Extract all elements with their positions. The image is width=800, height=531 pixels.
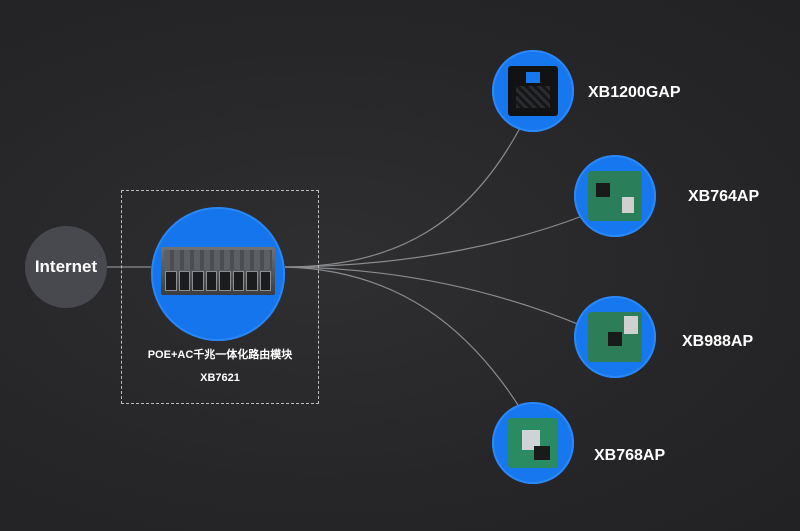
ethernet-port [219,271,231,291]
ap-board-image [508,418,558,468]
ethernet-port [246,271,258,291]
link-to-xb1200gap [284,127,521,268]
ap-label-xb1200gap: XB1200GAP [588,84,681,101]
router-module-image [161,247,275,295]
ap-node-xb988ap [574,296,656,378]
ethernet-port [259,271,271,291]
ap-board-image [508,66,558,116]
ap-label-xb768ap: XB768AP [594,447,666,464]
router-ethernet-ports [165,271,271,291]
internet-node: Internet [25,226,107,308]
ap-node-xb768ap [492,402,574,484]
hub-model: XB7621 [200,372,240,384]
ethernet-port [232,271,244,291]
ethernet-port [165,271,177,291]
ap-label-xb764ap: XB764AP [688,188,760,205]
ethernet-port [178,271,190,291]
ap-board-image [588,171,642,221]
link-to-xb988ap [284,266,586,328]
ap-node-xb1200gap [492,50,574,132]
ap-label-xb988ap: XB988AP [682,333,754,350]
hub-dashed-frame [121,190,319,404]
ethernet-port [192,271,204,291]
link-to-xb764ap [284,214,586,268]
ap-node-xb764ap [574,155,656,237]
link-to-xb768ap [284,266,521,409]
internet-label: Internet [34,257,98,276]
ethernet-port [205,271,217,291]
ap-board-image [588,312,642,362]
hub-title: POE+AC千兆一体化路由模块 [147,349,293,361]
router-module-node [151,207,285,341]
router-board [164,250,272,270]
